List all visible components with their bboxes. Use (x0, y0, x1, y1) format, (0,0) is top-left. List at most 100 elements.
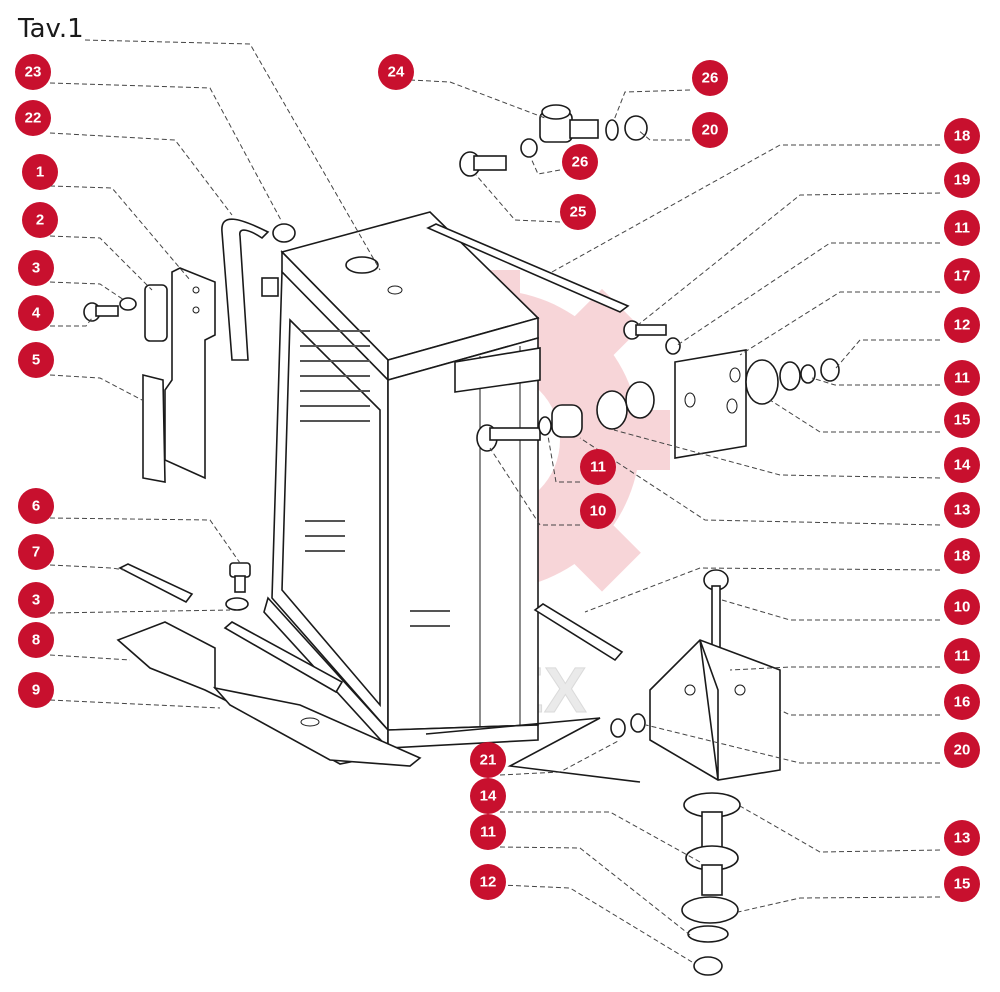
svg-text:16: 16 (954, 694, 971, 711)
part-1-bracket (164, 267, 216, 480)
callout-13-top: 13 (944, 492, 980, 528)
leader-lines (49, 39, 941, 963)
part-11-washer-a (665, 337, 681, 355)
svg-text:18: 18 (954, 548, 971, 565)
svg-text:19: 19 (954, 172, 971, 189)
svg-text:12: 12 (480, 874, 497, 891)
svg-text:10: 10 (590, 503, 607, 520)
svg-text:3: 3 (32, 592, 40, 609)
part-9-rail (223, 621, 344, 694)
callout-15-bottom: 15 (944, 866, 980, 902)
callout-17: 17 (944, 258, 980, 294)
part-20-nut-top (624, 115, 648, 141)
part-7-strip (118, 563, 194, 604)
part-19-bolt (623, 320, 667, 340)
part-12-washer-bottom (693, 956, 723, 976)
svg-text:11: 11 (954, 648, 970, 665)
callout-18-bottom: 18 (944, 538, 980, 574)
part-20-nut-bottom (610, 718, 626, 738)
callout-3-bottom: 3 (18, 582, 54, 618)
top-hardware (459, 104, 648, 177)
callout-9: 9 (18, 672, 54, 708)
callout-3-top: 3 (18, 250, 54, 286)
svg-text:14: 14 (954, 457, 971, 474)
svg-text:5: 5 (32, 352, 40, 369)
callout-badges: 23 22 1 2 3 4 5 6 7 3 8 9 24 26 20 26 25… (15, 54, 980, 902)
top-tank-bracket (454, 347, 541, 393)
svg-text:8: 8 (32, 632, 40, 649)
callout-15-top: 15 (944, 402, 980, 438)
callout-20-top: 20 (692, 112, 728, 148)
svg-text:11: 11 (954, 220, 970, 237)
callout-11-right: 11 (944, 638, 980, 674)
callout-5: 5 (18, 342, 54, 378)
callout-21: 21 (470, 742, 506, 778)
svg-text:15: 15 (954, 412, 971, 429)
part-4-bolt (83, 302, 119, 322)
svg-text:12: 12 (954, 317, 971, 334)
part-17-plate (674, 349, 747, 459)
callout-7: 7 (18, 534, 54, 570)
callout-20-bottom: 20 (944, 732, 980, 768)
part-3-washer-top (119, 297, 137, 311)
svg-text:20: 20 (954, 742, 971, 759)
callout-11-a: 11 (944, 210, 980, 246)
part-12-washer-top (820, 358, 840, 382)
part-5-strip (142, 373, 166, 483)
part-15-bushing-bottom (681, 896, 739, 924)
part-23-clamp (272, 223, 296, 243)
svg-text:25: 25 (570, 204, 587, 221)
svg-text:11: 11 (954, 370, 970, 387)
callout-23: 23 (15, 54, 51, 90)
callout-11-bottom: 11 (470, 814, 506, 850)
callout-12-top: 12 (944, 307, 980, 343)
svg-text:1: 1 (36, 164, 44, 181)
svg-text:21: 21 (480, 752, 497, 769)
part-2-plate (144, 284, 168, 342)
callout-26-center: 26 (562, 144, 598, 180)
callout-18-top: 18 (944, 118, 980, 154)
part-13-spacer (551, 404, 583, 438)
lower-mount-assembly (425, 569, 781, 976)
callout-14-bottom: 14 (470, 778, 506, 814)
svg-text:22: 22 (25, 110, 42, 127)
svg-text:14: 14 (480, 788, 497, 805)
callout-2: 2 (22, 202, 58, 238)
svg-text:4: 4 (32, 305, 41, 322)
svg-text:2: 2 (36, 212, 44, 229)
part-3-washer-bottom (225, 597, 249, 611)
svg-text:26: 26 (702, 70, 719, 87)
part-11-washer-bottom (687, 925, 729, 943)
part-24-bracket (539, 104, 599, 143)
svg-text:11: 11 (590, 459, 606, 476)
part-11-washer-center (538, 416, 552, 436)
callout-10-center: 10 (580, 493, 616, 529)
part-10-bolt-center (476, 424, 541, 452)
callout-16: 16 (944, 684, 980, 720)
hose-parts (221, 218, 296, 361)
svg-text:13: 13 (954, 830, 971, 847)
callout-4: 4 (18, 295, 54, 331)
callout-11-center: 11 (580, 449, 616, 485)
part-21-cable (425, 717, 641, 783)
part-26-washer (605, 119, 619, 141)
part-18-strip-bottom (533, 603, 624, 662)
bottom-left-parts (116, 562, 422, 767)
callout-19: 19 (944, 162, 980, 198)
callout-11-b: 11 (944, 360, 980, 396)
svg-text:24: 24 (388, 64, 405, 81)
part-18-strip-top (426, 223, 630, 313)
callout-6: 6 (18, 488, 54, 524)
callout-10-right: 10 (944, 589, 980, 625)
svg-text:26: 26 (572, 154, 589, 171)
filler-cap (345, 256, 379, 274)
callout-25: 25 (560, 194, 596, 230)
svg-text:15: 15 (954, 876, 971, 893)
callout-26-right: 26 (692, 60, 728, 96)
svg-text:3: 3 (32, 260, 40, 277)
part-15-bushing (745, 359, 779, 405)
svg-text:13: 13 (954, 502, 971, 519)
svg-text:9: 9 (32, 682, 40, 699)
